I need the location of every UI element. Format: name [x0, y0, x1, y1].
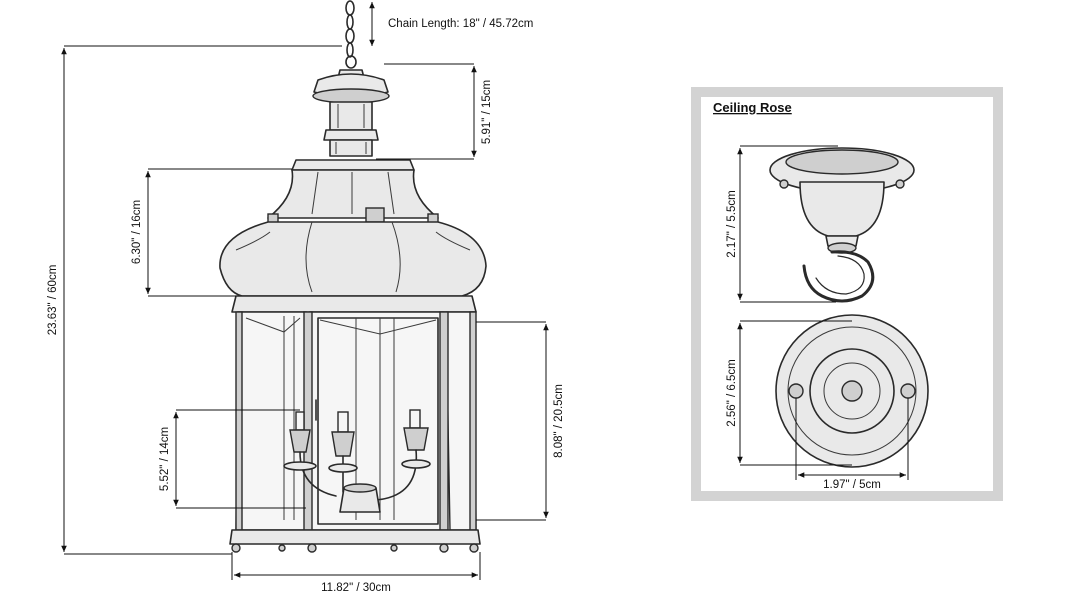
chain — [345, 0, 357, 69]
top-fitting-height-label: 5.91" / 15cm — [481, 80, 493, 144]
chain-length-dimension: Chain Length: 18" / 45.72cm — [369, 2, 533, 46]
body-height-dimension: 8.08" / 20.5cm — [476, 321, 565, 521]
lantern-body — [229, 295, 481, 553]
canopy — [219, 159, 487, 297]
lantern-illustration — [219, 0, 487, 553]
ceiling-rose-title: Ceiling Rose — [713, 100, 792, 115]
candle-height-dimension: 5.52" / 14cm — [159, 409, 306, 509]
total-height-label: 23.63" / 60cm — [47, 265, 59, 336]
total-height-dimension: 23.63" / 60cm — [47, 45, 342, 555]
ceiling-rose-hole-spacing-label: 1.97" / 5cm — [823, 479, 881, 491]
body-height-label: 8.08" / 20.5cm — [553, 384, 565, 458]
candle-arms — [283, 409, 431, 513]
ceiling-rose-height-label: 2.17" / 5.5cm — [726, 190, 738, 257]
ceiling-rose-side-view — [769, 147, 915, 303]
ceiling-rose-top-view — [775, 314, 929, 468]
chain-length-label: Chain Length: 18" / 45.72cm — [388, 18, 533, 30]
top-fitting-height-dimension: 5.91" / 15cm — [376, 63, 493, 160]
width-label: 11.82" / 30cm — [321, 582, 391, 594]
canopy-height-label: 6.30" / 16cm — [131, 200, 143, 264]
ceiling-rose-panel: Ceiling Rose 2.17" / 5.5cm — [691, 87, 1003, 501]
ceiling-rose-diameter-label: 2.56" / 6.5cm — [726, 359, 738, 426]
width-dimension: 11.82" / 30cm — [231, 552, 481, 594]
ceiling-rose-height-dimension: 2.17" / 5.5cm — [726, 145, 838, 303]
top-fitting — [312, 69, 390, 157]
lantern-dimensions: Chain Length: 18" / 45.72cm 23.63" / 60c… — [47, 2, 565, 594]
canopy-height-dimension: 6.30" / 16cm — [131, 168, 292, 297]
candle-height-label: 5.52" / 14cm — [159, 427, 171, 491]
ceiling-rose-hole-spacing-dimension: 1.97" / 5cm — [795, 398, 909, 491]
ceiling-rose-diameter-dimension: 2.56" / 6.5cm — [726, 320, 852, 466]
